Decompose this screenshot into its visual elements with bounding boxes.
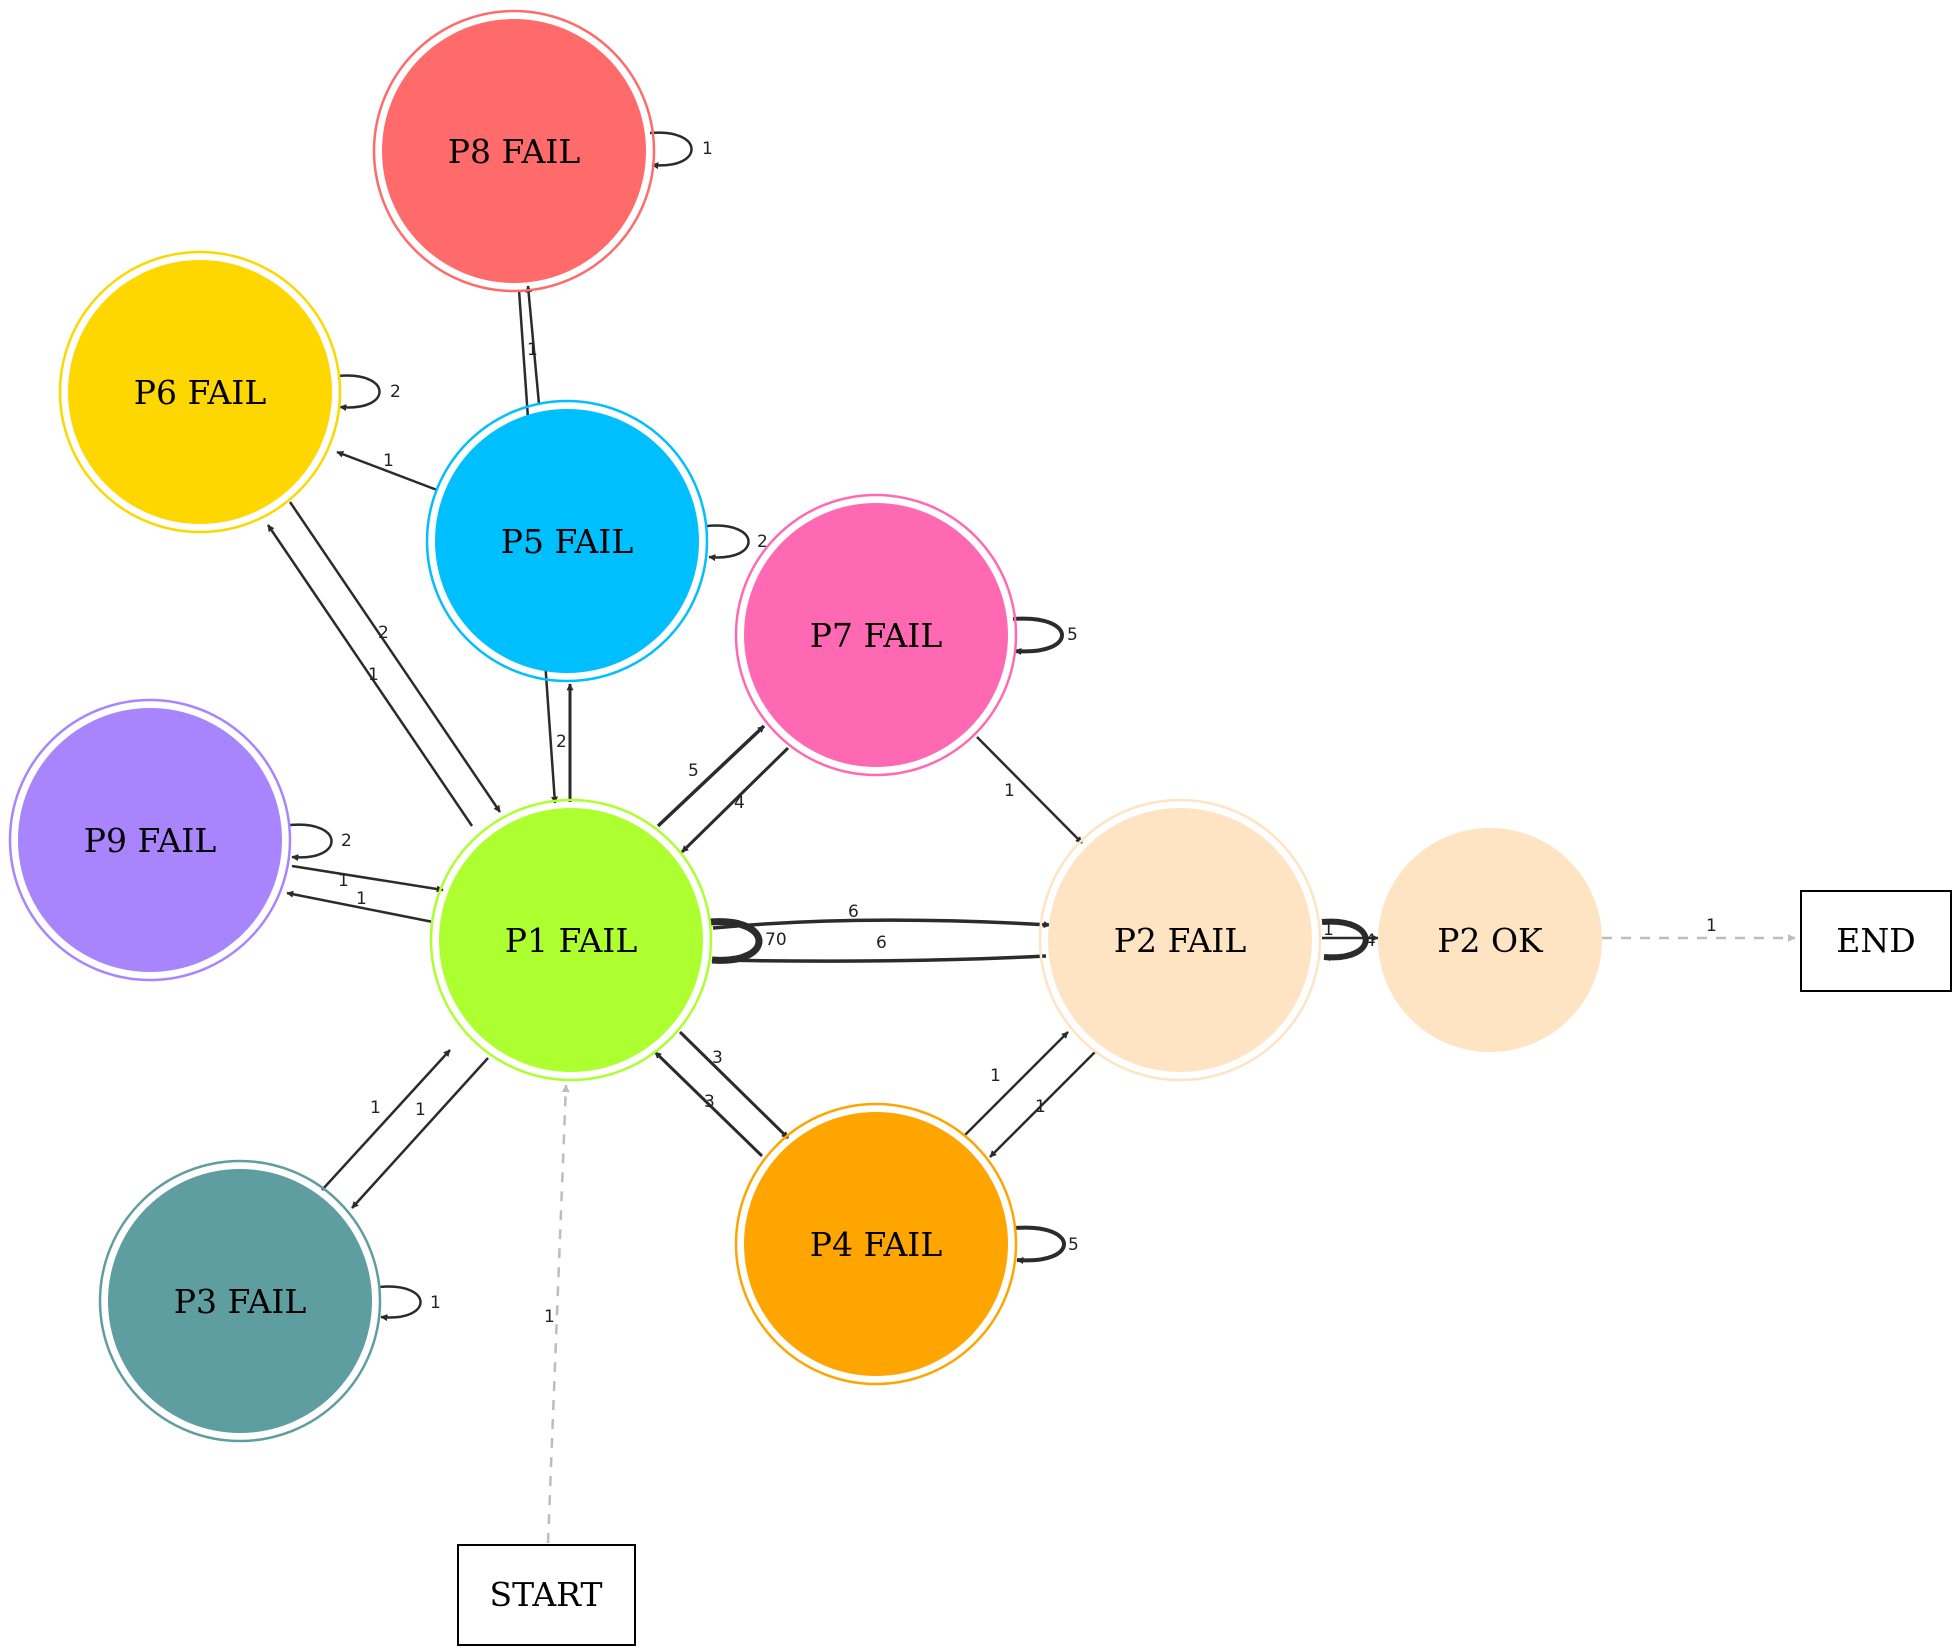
edge-label-p5-p8: 1 — [527, 340, 538, 360]
edge-p1-p4 — [678, 1030, 790, 1140]
edge-label-p4-p2: 1 — [990, 1066, 1001, 1086]
edge-p5-self — [706, 524, 750, 562]
edge-label-p2-p4: 1 — [1035, 1097, 1046, 1117]
edge-p2-p4 — [989, 1051, 1096, 1158]
edge-label-p7-p2: 1 — [1004, 781, 1015, 801]
node-p4-label: P4 FAIL — [810, 1225, 943, 1264]
edge-p7-self — [1012, 616, 1064, 655]
node-p8[interactable]: P8 FAIL — [372, 9, 656, 293]
edge-label-start-p1: 1 — [544, 1307, 555, 1327]
edge-label-p6-self: 2 — [390, 382, 401, 402]
node-p6[interactable]: P6 FAIL — [58, 250, 342, 534]
edge-p6-self — [337, 374, 381, 412]
edge-p1-p2 — [712, 918, 1051, 930]
edge-p6-p1 — [288, 501, 502, 813]
edge-start-p1 — [546, 1084, 570, 1544]
edge-label-p1-p9: 1 — [356, 889, 367, 909]
node-p5-label: P5 FAIL — [501, 522, 634, 561]
node-p2-ok[interactable]: P2 OK — [1378, 828, 1602, 1052]
node-p9-label: P9 FAIL — [84, 821, 217, 860]
edge-label-p1-p6: 1 — [368, 665, 379, 685]
node-p1-label: P1 FAIL — [505, 921, 638, 960]
node-p2-fail[interactable]: P2 FAIL — [1038, 798, 1322, 1082]
edge-p1-p3 — [351, 1057, 489, 1209]
edge-label-p8-self: 1 — [702, 139, 713, 159]
edge-p2-p1 — [715, 954, 1047, 964]
edge-label-p2-p2ok: 4 — [1365, 931, 1376, 951]
node-p2-fail-label: P2 FAIL — [1114, 921, 1247, 960]
node-end-label: END — [1836, 921, 1915, 960]
node-start[interactable]: START — [457, 1544, 636, 1646]
edge-p4-self — [1014, 1225, 1066, 1264]
edge-label-p2ok-end: 1 — [1706, 916, 1717, 936]
edge-p3-self — [378, 1285, 422, 1322]
node-p4[interactable]: P4 FAIL — [734, 1102, 1018, 1386]
edge-label-p9-p1: 1 — [338, 871, 349, 891]
edge-label-p2-self: 1 — [1323, 920, 1334, 940]
edges: 1 2 2 5 2 70 1 5 1 1 1 1 2 1 2 — [266, 131, 1796, 1544]
edge-p5-p8 — [525, 285, 541, 405]
edge-p1-p6 — [266, 524, 474, 827]
node-p9[interactable]: P9 FAIL — [8, 698, 292, 982]
edge-label-p3-p1: 1 — [370, 1098, 381, 1118]
edge-p9-self — [289, 823, 333, 862]
edge-label-p7-p1: 4 — [734, 793, 745, 813]
node-p6-label: P6 FAIL — [134, 373, 267, 412]
edge-label-p5-p6: 1 — [383, 451, 394, 471]
edge-label-p5-self: 2 — [757, 532, 768, 552]
node-p3[interactable]: P3 FAIL — [98, 1159, 382, 1443]
edge-label-p1-p4: 3 — [712, 1048, 723, 1068]
edge-p1-p9 — [286, 890, 434, 924]
node-p7[interactable]: P7 FAIL — [734, 493, 1018, 777]
edge-p1-p7 — [656, 724, 766, 828]
node-p5[interactable]: P5 FAIL — [425, 399, 709, 683]
edge-p7-p2 — [976, 736, 1083, 844]
edge-label-p9-self: 2 — [341, 831, 352, 851]
edge-p4-p1 — [653, 1050, 764, 1158]
edge-label-p2-p1: 6 — [876, 933, 887, 953]
edge-label-p4-p1: 3 — [704, 1092, 715, 1112]
edge-p8-self — [649, 131, 693, 170]
edge-label-p7-self: 5 — [1067, 625, 1078, 645]
edge-p7-p1 — [680, 746, 790, 854]
node-p2-ok-label: P2 OK — [1437, 921, 1544, 960]
node-end[interactable]: END — [1800, 890, 1952, 992]
edge-label-p1-p5: 2 — [556, 732, 567, 752]
edge-label-p1-self: 70 — [765, 930, 787, 950]
node-p1[interactable]: P1 FAIL — [429, 798, 713, 1082]
edge-label-p1-p3: 1 — [415, 1100, 426, 1120]
edge-p4-p2 — [963, 1031, 1069, 1137]
edge-label-p1-p7: 5 — [688, 761, 699, 781]
edge-label-p3-self: 1 — [430, 1293, 441, 1313]
edge-p9-p1 — [291, 864, 444, 893]
edge-label-p4-self: 5 — [1068, 1235, 1079, 1255]
edge-p5-p6 — [336, 450, 438, 492]
edge-p2-self — [1321, 918, 1369, 962]
node-p8-label: P8 FAIL — [448, 132, 581, 171]
edge-p3-p1 — [321, 1049, 451, 1191]
node-start-label: START — [490, 1575, 603, 1614]
node-p7-label: P7 FAIL — [810, 616, 943, 655]
node-p3-label: P3 FAIL — [174, 1282, 307, 1321]
nodes: P8 FAIL P6 FAIL P5 FAIL P7 FAIL P9 FAIL — [8, 9, 1952, 1646]
edge-label-p6-p1: 2 — [378, 623, 389, 643]
edge-label-p1-p2: 6 — [848, 902, 859, 922]
